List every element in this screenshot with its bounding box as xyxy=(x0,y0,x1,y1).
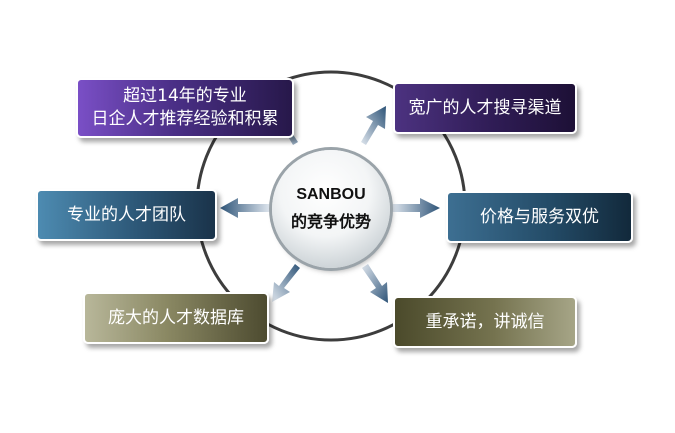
advantage-box-team: 专业的人才团队 xyxy=(36,189,217,241)
center-title: SANBOU xyxy=(296,186,366,203)
advantage-box-channels: 宽广的人才搜寻渠道 xyxy=(393,82,577,134)
advantage-box-integrity: 重承诺，讲诚信 xyxy=(393,296,577,348)
advantage-box-database: 庞大的人才数据库 xyxy=(83,292,269,344)
arrow-upper-right xyxy=(361,106,386,145)
arrow-left xyxy=(220,198,270,218)
advantage-experience-line1: 超过14年的专业 xyxy=(123,86,247,106)
center-subtitle: 的竞争优势 xyxy=(290,212,371,231)
advantage-box-price-service: 价格与服务双优 xyxy=(446,191,633,243)
arrow-lower-left xyxy=(272,264,300,302)
advantage-database-label: 庞大的人才数据库 xyxy=(108,307,244,328)
center-circle: SANBOU 的竞争优势 xyxy=(272,150,390,268)
arrow-lower-right xyxy=(362,264,388,303)
arrow-right xyxy=(392,198,440,218)
advantage-experience-line2: 日企人才推荐经验和积累 xyxy=(91,109,279,129)
advantage-box-experience: 超过14年的专业 日企人才推荐经验和积累 xyxy=(76,78,294,138)
advantage-team-label: 专业的人才团队 xyxy=(67,204,186,225)
advantage-integrity-label: 重承诺，讲诚信 xyxy=(425,311,545,332)
advantage-price-service-label: 价格与服务双优 xyxy=(480,206,599,227)
advantage-channels-label: 宽广的人才搜寻渠道 xyxy=(408,97,562,118)
